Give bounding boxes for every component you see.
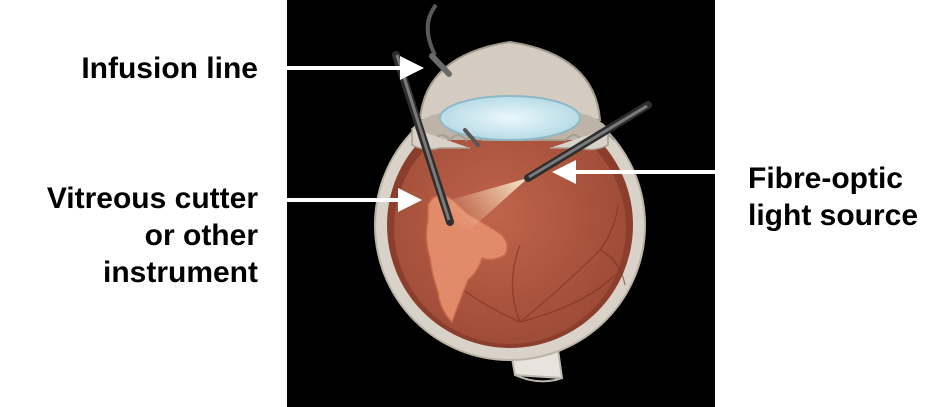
label-vitreous-cutter-line2: or other — [47, 217, 258, 254]
label-fibre-optic-line1: Fibre-optic — [748, 160, 918, 197]
lens — [440, 96, 580, 140]
label-vitreous-cutter-line1: Vitreous cutter — [47, 180, 258, 217]
label-infusion-line: Infusion line — [81, 50, 258, 87]
label-infusion-line-text: Infusion line — [81, 50, 258, 87]
label-fibre-optic: Fibre-optic light source — [748, 160, 918, 234]
label-fibre-optic-line2: light source — [748, 197, 918, 234]
label-vitreous-cutter-line3: instrument — [47, 254, 258, 291]
label-vitreous-cutter: Vitreous cutter or other instrument — [47, 180, 258, 291]
